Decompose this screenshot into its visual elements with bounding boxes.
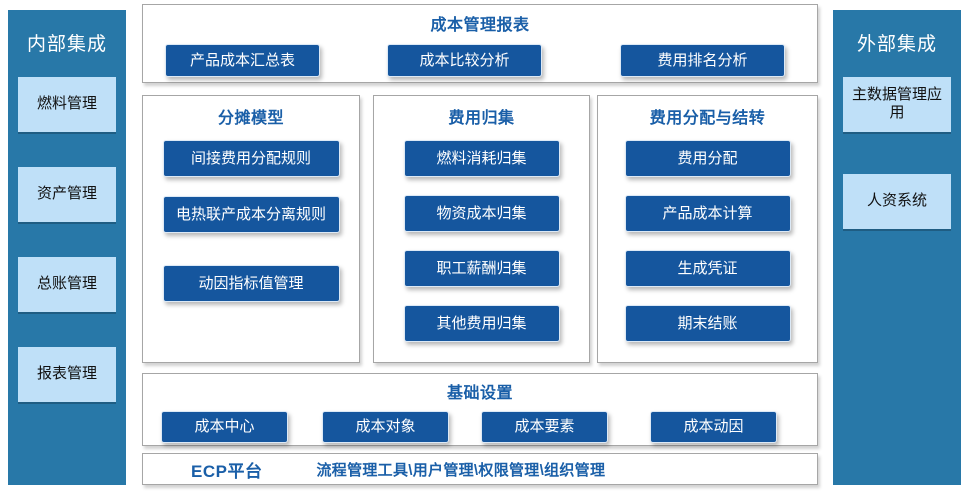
- basic-settings-buttons: 成本中心 成本对象 成本要素 成本动因: [143, 411, 817, 443]
- cost-object-button[interactable]: 成本对象: [322, 411, 449, 443]
- external-integration-rail: 外部集成 主数据管理应用 人资系统: [833, 10, 961, 485]
- basic-settings-panel: 基础设置 成本中心 成本对象 成本要素 成本动因: [142, 373, 818, 446]
- sidebar-item-hr-system[interactable]: 人资系统: [843, 173, 951, 229]
- material-cost-collection-button[interactable]: 物资成本归集: [403, 195, 560, 232]
- sidebar-item-report-management[interactable]: 报表管理: [18, 346, 116, 402]
- cost-collection-buttons: 燃料消耗归集 物资成本归集 职工薪酬归集 其他费用归集: [374, 140, 589, 360]
- employee-compensation-collection-button[interactable]: 职工薪酬归集: [403, 250, 560, 287]
- sidebar-item-fuel-management[interactable]: 燃料管理: [18, 76, 116, 132]
- cogeneration-cost-separation-rule-button[interactable]: 电热联产成本分离规则: [162, 196, 340, 233]
- generate-voucher-button[interactable]: 生成凭证: [624, 250, 791, 287]
- cost-distribution-buttons: 费用分配 产品成本计算 生成凭证 期末结账: [598, 140, 817, 360]
- ecp-platform-modules: 流程管理工具\用户管理\权限管理\组织管理: [316, 461, 606, 479]
- cost-collection-panel: 费用归集 燃料消耗归集 物资成本归集 职工薪酬归集 其他费用归集: [373, 95, 590, 363]
- product-cost-calculation-button[interactable]: 产品成本计算: [624, 195, 791, 232]
- ecp-platform-label: ECP平台: [191, 461, 263, 481]
- fuel-consumption-collection-button[interactable]: 燃料消耗归集: [403, 140, 560, 177]
- internal-integration-rail: 内部集成 燃料管理 资产管理 总账管理 报表管理: [8, 10, 126, 485]
- expense-ranking-analysis-button[interactable]: 费用排名分析: [620, 44, 785, 77]
- sidebar-item-general-ledger[interactable]: 总账管理: [18, 256, 116, 312]
- cost-comparison-analysis-button[interactable]: 成本比较分析: [387, 44, 542, 77]
- product-cost-summary-button[interactable]: 产品成本汇总表: [165, 44, 320, 77]
- sidebar-item-asset-management[interactable]: 资产管理: [18, 166, 116, 222]
- cost-distribution-title: 费用分配与结转: [649, 110, 766, 127]
- external-integration-title: 外部集成: [856, 34, 937, 55]
- ecp-platform-bar: ECP平台 流程管理工具\用户管理\权限管理\组织管理: [142, 453, 818, 485]
- cost-center-button[interactable]: 成本中心: [161, 411, 288, 443]
- cost-collection-title: 费用归集: [448, 110, 515, 127]
- driver-indicator-value-management-button[interactable]: 动因指标值管理: [162, 265, 340, 302]
- cost-driver-button[interactable]: 成本动因: [650, 411, 777, 443]
- cost-distribution-panel: 费用分配与结转 费用分配 产品成本计算 生成凭证 期末结账: [597, 95, 818, 363]
- cost-management-reports-title: 成本管理报表: [430, 17, 530, 34]
- expense-distribution-button[interactable]: 费用分配: [624, 140, 791, 177]
- other-expense-collection-button[interactable]: 其他费用归集: [403, 305, 560, 342]
- cost-management-reports-panel: 成本管理报表 产品成本汇总表 成本比较分析 费用排名分析: [142, 4, 818, 83]
- cost-element-button[interactable]: 成本要素: [481, 411, 608, 443]
- cost-management-reports-buttons: 产品成本汇总表 成本比较分析 费用排名分析: [143, 44, 817, 77]
- basic-settings-title: 基础设置: [446, 385, 513, 402]
- sidebar-item-master-data-app[interactable]: 主数据管理应用: [843, 76, 951, 132]
- allocation-model-panel: 分摊模型 间接费用分配规则 电热联产成本分离规则 动因指标值管理: [142, 95, 360, 363]
- allocation-model-buttons: 间接费用分配规则 电热联产成本分离规则 动因指标值管理: [143, 140, 359, 321]
- internal-integration-title: 内部集成: [26, 34, 107, 55]
- allocation-model-title: 分摊模型: [217, 110, 284, 127]
- indirect-expense-allocation-rule-button[interactable]: 间接费用分配规则: [162, 140, 340, 177]
- period-end-closing-button[interactable]: 期末结账: [624, 305, 791, 342]
